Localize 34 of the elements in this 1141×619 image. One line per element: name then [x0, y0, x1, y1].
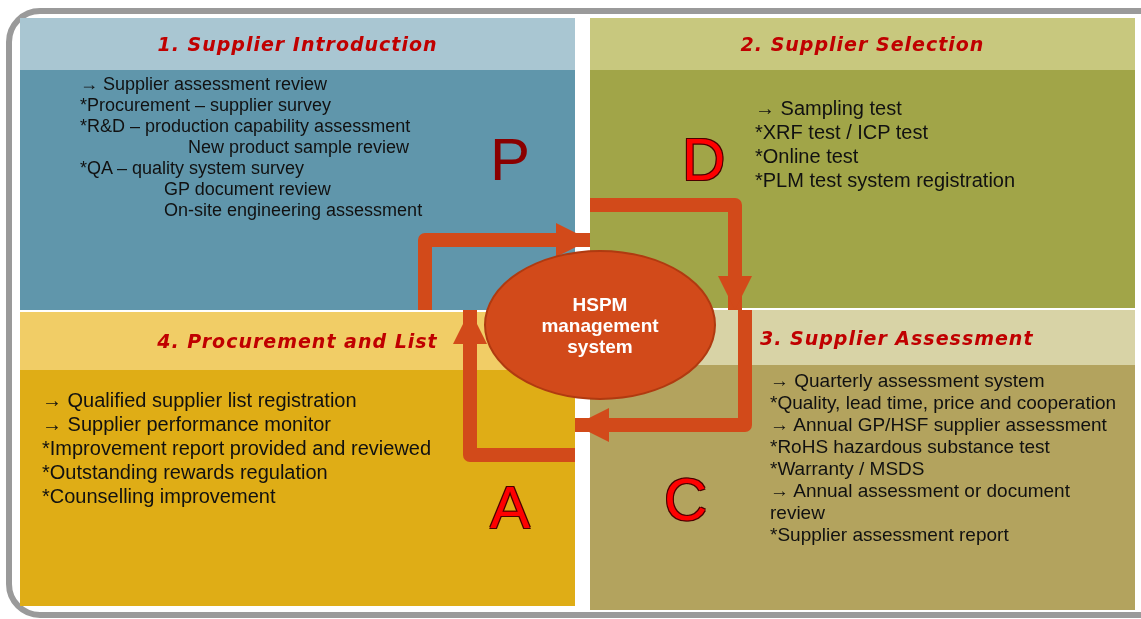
list-item: → Supplier performance monitor — [42, 412, 332, 436]
bent-arrow — [575, 310, 752, 442]
list-item: *R&D – production capability assessment — [80, 116, 412, 137]
quadrant-heading: 2. Supplier Selection — [590, 18, 1135, 70]
list-item: *Online test — [755, 144, 860, 168]
phase-letter: D — [682, 130, 726, 190]
list-item: New product sample review — [187, 137, 411, 158]
list-item: *QA – quality system survey — [80, 158, 306, 179]
list-item: On-site engineering assessment — [163, 200, 424, 221]
list-item: *Outstanding rewards regulation — [42, 460, 329, 484]
list-item: GP document review — [163, 179, 332, 200]
list-item: *Supplier assessment report — [770, 524, 1010, 546]
bent-arrow — [590, 198, 752, 310]
list-item: → Qualified supplier list registration — [42, 388, 358, 412]
quadrant-heading: 1. Supplier Introduction — [20, 18, 575, 70]
phase-letter: C — [664, 470, 708, 530]
bent-arrow — [453, 310, 575, 462]
list-item: *RoHS hazardous substance test — [770, 436, 1051, 458]
list-item: *Improvement report provided and reviewed — [42, 436, 433, 460]
list-item: → Quarterly assessment system — [770, 370, 1046, 392]
list-item: *Quality, lead time, price and cooperation — [770, 392, 1118, 414]
list-item: *XRF test / ICP test — [755, 120, 930, 144]
phase-letter: P — [490, 130, 531, 190]
list-item: → Annual GP/HSF supplier assessment — [770, 414, 1108, 436]
list-item: *Warranty / MSDS — [770, 458, 926, 480]
bent-arrow — [418, 223, 590, 310]
list-item: *PLM test system registration — [755, 168, 1017, 192]
list-item: → Sampling test — [755, 96, 903, 120]
list-item: → Annual assessment or document review — [770, 480, 1071, 524]
list-item: → Supplier assessment review — [80, 74, 329, 95]
list-item: *Procurement – supplier survey — [80, 95, 333, 116]
list-item: *Counselling improvement — [42, 484, 277, 508]
phase-letter: A — [490, 478, 531, 538]
quadrant-panel — [20, 18, 575, 310]
